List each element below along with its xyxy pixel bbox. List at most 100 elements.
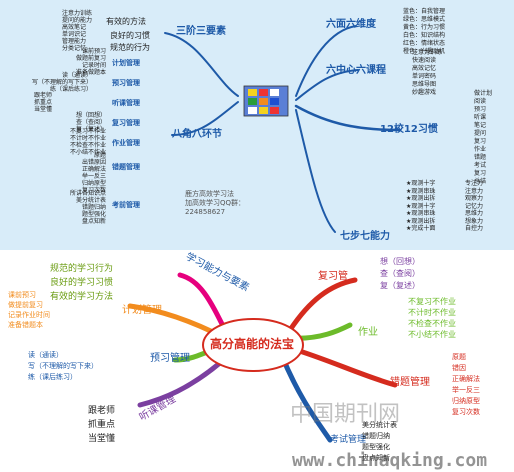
yuxi-items: 读（通读）写（不理解的写下来）练（课后练习） — [28, 350, 98, 383]
liumian-items: 蓝色：自我管理绿色：思维模式黄色：行为习惯白色：知识结构红色：情绪状态橙色：兴趣… — [403, 8, 445, 56]
list-item: 想（回想） — [380, 257, 420, 266]
list-item: 管理能力 — [62, 38, 87, 45]
list-item: 题型强化 — [362, 443, 390, 451]
list-item: 美分统计表 — [362, 421, 397, 429]
list-item: 不小结不作业 — [408, 330, 456, 339]
node-jihua: 计划管理 — [122, 305, 162, 316]
bajiao-branch-label: 计划管理 — [112, 59, 140, 67]
list-item: 写（不理解的写下来） — [28, 362, 98, 370]
list-item: 课前预习 — [8, 291, 36, 299]
fuxi-items: 想（回想） 查（查阅） 复（复述） — [380, 256, 420, 292]
list-item: ★观测串珠 — [406, 187, 436, 195]
node-yuxi: 预习管理 — [150, 353, 190, 364]
list-item: ★完成十面 — [406, 225, 436, 232]
list-item: 复习次数 — [452, 408, 480, 416]
list-item: 不检查不作业 — [69, 142, 106, 149]
list-item: 跟老师 — [88, 406, 116, 416]
list-item: 黄色：行为习惯 — [403, 24, 446, 31]
bajiao-branch-label: 考前管理 — [112, 201, 140, 209]
list-item: 注意力训练 — [412, 49, 443, 56]
bajiao-items: 课前预习做题前复习记录时间准备做题本 — [56, 48, 106, 76]
list-item: 举一反三 — [452, 386, 480, 394]
list-item: 思维导图 — [412, 81, 437, 88]
list-item: 观察力 — [465, 195, 484, 202]
list-item: 查（查阅） — [380, 269, 420, 278]
list-item: 高效笔记 — [62, 24, 87, 31]
bajiao-items: 跟老师抓重点当堂懂 — [2, 92, 52, 113]
list-item: 良好的学习习惯 — [50, 278, 114, 288]
list-item: 读（通读） — [28, 351, 63, 359]
list-item: 复习次数 — [81, 187, 106, 194]
xuexi-items: 规范的学习行为良好的学习习惯有效的学习方法 — [50, 262, 113, 304]
node-habit: 良好的习惯 — [110, 31, 150, 40]
list-item: 规范的学习行为 — [50, 264, 114, 274]
list-item: 想象力 — [465, 217, 484, 225]
list-item: 提问的能力 — [62, 17, 93, 24]
bajiao-items: 不复习不作业不计时不作业不检查不作业不小结不作业 — [56, 128, 106, 156]
list-item: 抓重点 — [33, 99, 52, 106]
list-item: 准备做题本 — [75, 69, 106, 76]
list-item: 总结 — [474, 178, 487, 185]
list-item: 美分统计表 — [75, 197, 106, 204]
list-item: 记录时间 — [81, 62, 106, 69]
watermark-line: 鹿方高效学习法 — [185, 190, 234, 198]
list-item: 不计时不作业 — [408, 308, 456, 317]
node-shier: 12校12习惯 — [380, 124, 438, 135]
liuzhongxin-items: 注意力训练快速阅读高效记忆单词密码思维导图妙趣游戏 — [412, 49, 442, 97]
list-item: ★观测串珠 — [406, 210, 436, 217]
node-fuxi: 复习管 — [318, 271, 348, 282]
list-item: ★观测出拆 — [406, 195, 436, 202]
list-item: 课前预习 — [81, 48, 106, 55]
kaoshi-items: 美分统计表错题归纳题型强化盘点知新 — [362, 420, 397, 464]
list-item: 想（回想） — [75, 112, 106, 119]
list-item: 当堂懂 — [88, 434, 116, 444]
list-item: 预习 — [474, 106, 487, 113]
list-item: 原题 — [93, 152, 106, 159]
list-item: 归纳原型 — [452, 397, 480, 405]
list-item: 红色：情绪状态 — [403, 40, 446, 47]
watermark-cn: 中国期刊网 — [290, 402, 401, 427]
tingke-items: 跟老师抓重点当堂懂 — [88, 404, 115, 446]
node-kaoshi: 考试管理 — [330, 435, 367, 445]
rubiks-cube-icon — [243, 85, 289, 117]
list-item: 出错原因 — [81, 159, 106, 166]
list-item: ★观测十字 — [406, 202, 436, 210]
bajiao-items: 所讲各知识点美分统计表错题归纳题型强化盘点知新 — [56, 190, 106, 225]
list-item: 思维力 — [465, 210, 484, 217]
node-cuoti: 错题管理 — [390, 377, 430, 388]
top-mind-map — [0, 0, 514, 250]
list-item: 笔记 — [474, 122, 487, 129]
bajiao-items: 读（通读）写（不理解的写下来）练（课后练习） — [12, 72, 92, 93]
node-bajiao: 八角八环节 — [172, 129, 222, 140]
list-item: 当堂懂 — [33, 106, 52, 113]
list-item: 专注力 — [465, 180, 484, 187]
list-item: 举一反三 — [81, 173, 106, 180]
list-item: 查（查阅） — [75, 119, 106, 126]
list-item: 错题归纳 — [81, 204, 106, 211]
list-item: 单词识记 — [62, 31, 87, 38]
bajiao-items: 想（回想）查（查阅）复（复述） — [56, 112, 106, 133]
list-item: 盘点知新 — [81, 218, 106, 225]
node-liumian: 六面六维度 — [326, 19, 376, 30]
bajiao-branch-label: 复习管理 — [112, 119, 140, 127]
list-item: 自控力 — [465, 225, 484, 232]
list-item: 复（复述） — [380, 281, 420, 290]
list-item: 做题前复习 — [75, 55, 106, 62]
watermark-line: 加高效学习QQ群： — [185, 199, 246, 207]
node-zuoye: 作业 — [358, 327, 378, 338]
bajiao-branch-label: 听课管理 — [112, 99, 140, 107]
qibu-items: ★观测十字★观测串珠★观测出拆★观测十字★观测串珠★观测出拆★完成十面 — [406, 180, 435, 233]
cuoti-items: 原题错因正确解法举一反三归纳原型复习次数 — [452, 352, 480, 418]
list-item: 练（课后练习） — [49, 86, 92, 93]
list-item: 复习 — [474, 170, 487, 177]
list-item: 阅读 — [474, 98, 487, 105]
qibu-values: 专注力注意力观察力记忆力思维力想象力自控力 — [465, 180, 483, 233]
list-item: 记忆力 — [465, 202, 484, 210]
node-qibu: 七步七能力 — [340, 231, 390, 242]
zuoye-items: 不复习不作业不计时不作业不检查不作业不小结不作业 — [408, 296, 456, 340]
list-item: 注意力 — [465, 187, 484, 195]
list-item: 复（复述） — [75, 126, 106, 133]
list-item: 归纳原型 — [81, 180, 106, 187]
list-item: 妙趣游戏 — [412, 89, 437, 96]
